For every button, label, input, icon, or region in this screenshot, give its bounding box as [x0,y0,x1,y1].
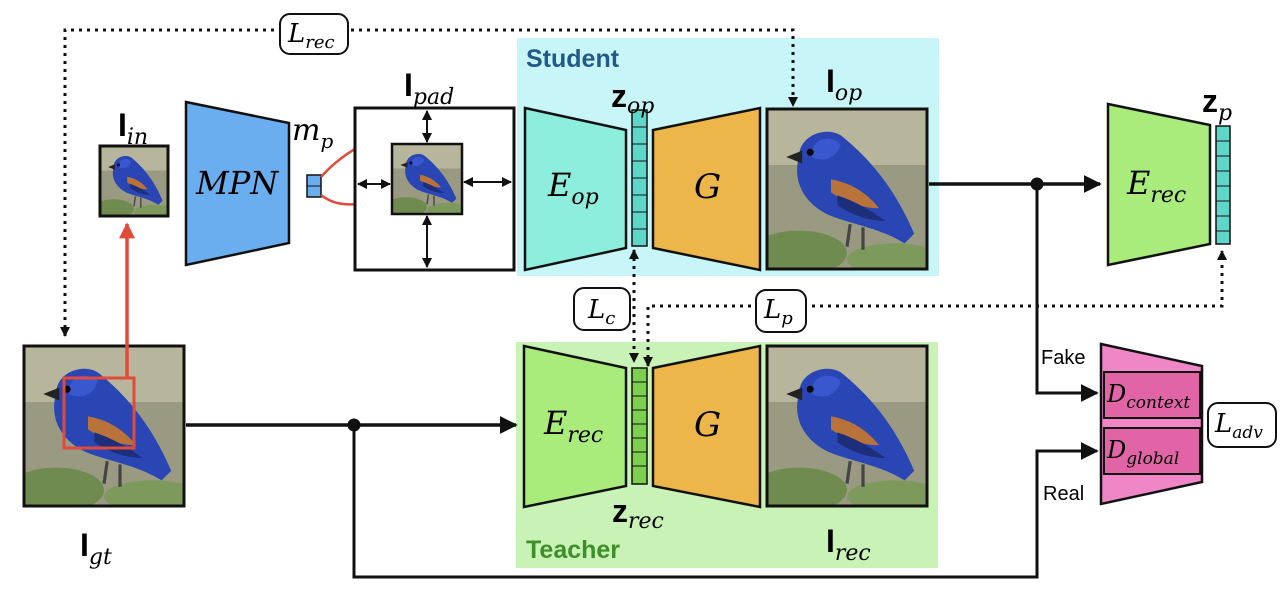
svg-text:Lp: Lp [763,295,793,329]
teacher-label: Teacher [526,536,620,564]
discriminator-block: Dcontext Dglobal [1099,342,1204,506]
loss-p-box: Lp [755,289,807,333]
student-label: Student [526,45,620,73]
latent-z-rec [631,367,648,485]
image-i-gt [22,344,186,508]
image-i-rec [765,344,929,508]
loss-adv-box: Ladv [1207,402,1277,448]
latent-z-op [631,109,648,247]
image-i-in [98,144,170,218]
label-i-in: Iin [118,107,148,150]
label-z-op: zop [611,78,654,119]
fake-label: Fake [1041,347,1085,369]
d-global-box [1103,427,1201,475]
label-i-pad: Ipad [404,67,454,110]
crop-box [62,376,136,450]
svg-text:Dglobal: Dglobal [1106,436,1179,469]
svg-text:Erec: Erec [543,404,603,448]
encoder-rec-teacher: Erec [522,344,628,509]
label-m-p: mp [292,113,333,153]
real-line [352,425,1099,579]
lp-dotted-line [643,250,1227,367]
label-i-op: Iop [826,63,862,106]
label-i-rec: Irec [826,523,871,566]
svg-text:Ladv: Ladv [1214,409,1263,443]
lrec-dotted-loop [60,28,798,337]
label-z-rec: zrec [612,493,664,534]
d-context-box [1103,371,1201,419]
image-i-op [765,107,929,271]
encoder-op: Eop [523,106,628,272]
mpn-block: MPN [184,100,291,267]
svg-text:Lrec: Lrec [287,19,335,53]
svg-text:Dcontext: Dcontext [1106,380,1190,413]
generator-bottom: G [651,344,762,509]
loss-c-box: Lc [573,287,631,331]
label-z-p: zp [1202,83,1232,126]
svg-text:Erec: Erec [1126,164,1186,208]
svg-text:G: G [694,405,721,445]
real-label: Real [1043,483,1084,505]
loss-rec-box: Lrec [279,13,349,55]
latent-z-p [1215,125,1231,245]
svg-text:MPN: MPN [195,164,279,202]
generator-top: G [651,106,762,272]
image-pad-inner [390,142,464,216]
label-i-gt: Igt [80,527,112,570]
encoder-rec-right: Erec [1106,102,1212,267]
svg-text:Lc: Lc [587,295,615,329]
svg-text:G: G [694,167,721,207]
svg-text:Eop: Eop [547,166,599,210]
